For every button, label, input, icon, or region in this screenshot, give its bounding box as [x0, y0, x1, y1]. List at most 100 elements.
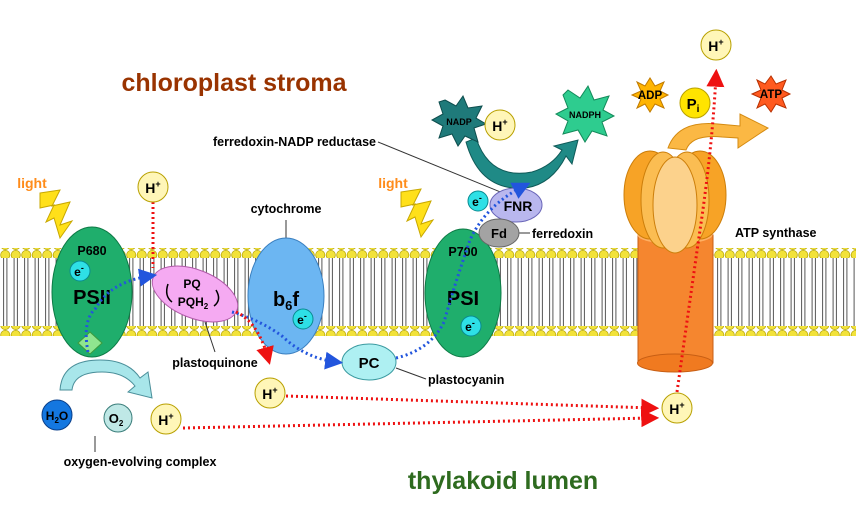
- b6f-b: b: [273, 289, 285, 311]
- fnr-leader: [377, 141, 521, 201]
- pi-badge: Pi: [679, 87, 711, 119]
- proton-sup: +: [679, 400, 684, 410]
- proton-stroma-pq: H+: [137, 171, 169, 203]
- b6f-complex: b6f: [247, 237, 325, 355]
- psii-name: PSII: [73, 287, 111, 309]
- svg-text:H+: H+: [262, 385, 277, 402]
- proton-h: H: [262, 386, 272, 402]
- svg-text:H+: H+: [158, 411, 173, 428]
- fnr-label: FNR: [504, 198, 533, 214]
- water-h: H: [46, 409, 55, 423]
- plastocyanin-label: plastocyanin: [428, 373, 504, 387]
- pq-cycle-icon: [165, 283, 173, 303]
- light-label-right: light: [378, 175, 408, 191]
- psi-complex: P700 PSI: [424, 228, 502, 358]
- plastoquinone-label: plastoquinone: [172, 356, 257, 370]
- nadph-arrow: [465, 137, 579, 189]
- oxygen-badge: O2: [103, 403, 133, 433]
- electron-b6f: e-: [292, 308, 314, 330]
- pc-label: PC: [359, 355, 380, 372]
- proton-lumen-pq: H+: [254, 377, 286, 409]
- light-bolt-left-icon: [39, 189, 74, 240]
- proton-path: [151, 68, 725, 430]
- electron-e: e: [297, 313, 304, 327]
- electron-e: e: [465, 320, 472, 334]
- light-bolt-right-icon: [400, 188, 435, 239]
- electron-psii: e-: [69, 260, 91, 282]
- svg-text:b6f: b6f: [273, 289, 299, 313]
- pqh-main: PQH: [178, 295, 204, 309]
- proton-sup: +: [502, 117, 507, 127]
- psi-code: P700: [448, 245, 477, 259]
- cytochrome-label: cytochrome: [251, 202, 322, 216]
- electron-sup: -: [81, 263, 84, 273]
- proton-h: H: [708, 38, 718, 54]
- electron-e: e: [74, 265, 81, 279]
- psii-complex: P680 PSII: [51, 226, 133, 358]
- svg-text:e-: e-: [472, 193, 482, 209]
- ferredoxin-label: ferredoxin: [532, 227, 593, 241]
- proton-stroma-atpase: H+: [700, 29, 732, 61]
- svg-text:H+: H+: [669, 400, 684, 417]
- proton-h: H: [145, 180, 155, 196]
- svg-text:H2O: H2O: [46, 409, 68, 425]
- pq-label: PQ: [183, 277, 200, 291]
- pi-sub: i: [697, 104, 700, 115]
- water-sub: 2: [54, 416, 59, 425]
- b6f-sub: 6: [285, 298, 292, 313]
- lumen-title: thylakoid lumen: [408, 467, 598, 495]
- fd-label: Fd: [491, 226, 507, 241]
- light-label-left: light: [17, 175, 47, 191]
- nadph-label: NADPH: [569, 110, 601, 120]
- svg-text:O2: O2: [109, 411, 124, 428]
- svg-text:e-: e-: [74, 263, 84, 279]
- stroma-title: chloroplast stroma: [121, 69, 347, 97]
- electron-path: [84, 182, 531, 370]
- nadp-badge: NADP: [430, 94, 488, 147]
- svg-text:e-: e-: [465, 318, 475, 334]
- proton-sup: +: [272, 385, 277, 395]
- pc-complex: PC: [341, 343, 397, 381]
- proton-sup: +: [718, 37, 723, 47]
- svg-text:H+: H+: [492, 117, 507, 134]
- oec-label: oxygen-evolving complex: [64, 455, 217, 469]
- pi-main: P: [687, 96, 697, 113]
- pqh-sub: 2: [204, 302, 209, 311]
- electron-e: e: [472, 195, 479, 209]
- proton-h: H: [158, 412, 168, 428]
- water-o: O: [59, 409, 68, 423]
- electron-sup: -: [479, 193, 482, 203]
- b6f-f: f: [292, 289, 299, 311]
- proton-stroma-nadp: H+: [484, 109, 516, 141]
- proton-lumen-atpase: H+: [661, 392, 693, 424]
- adp-label: ADP: [638, 90, 663, 102]
- proton-sup: +: [155, 179, 160, 189]
- psii-code: P680: [77, 244, 106, 258]
- oxygen-sub: 2: [119, 419, 124, 428]
- svg-text:Pi: Pi: [687, 96, 700, 115]
- adp-badge: ADP: [630, 77, 670, 113]
- svg-text:PQH2: PQH2: [178, 295, 209, 311]
- atp-label: ATP: [760, 89, 782, 101]
- svg-text:H+: H+: [145, 179, 160, 196]
- nadp-label: NADP: [446, 117, 472, 127]
- plastocyanin-leader: [395, 367, 427, 380]
- atp-synthase-label: ATP synthase: [735, 226, 817, 240]
- proton-h: H: [669, 401, 679, 417]
- svg-text:H+: H+: [708, 37, 723, 54]
- electron-fd: e-: [467, 190, 489, 212]
- nadph-badge: NADPH: [554, 84, 616, 143]
- fd-complex: Fd: [478, 218, 520, 248]
- proton-sup: +: [168, 411, 173, 421]
- atp-badge: ATP: [750, 75, 792, 113]
- water-badge: H2O: [41, 399, 73, 431]
- water-splitting-arrow: [59, 359, 153, 399]
- psi-name: PSI: [447, 288, 479, 310]
- fnr-complex: FNR: [489, 187, 543, 223]
- electron-psi: e-: [460, 315, 482, 337]
- proton-h: H: [492, 118, 502, 134]
- fnr-full-label: ferredoxin-NADP reductase: [213, 135, 376, 149]
- atp-synthase: [623, 150, 727, 373]
- proton-lumen-oec: H+: [150, 403, 182, 435]
